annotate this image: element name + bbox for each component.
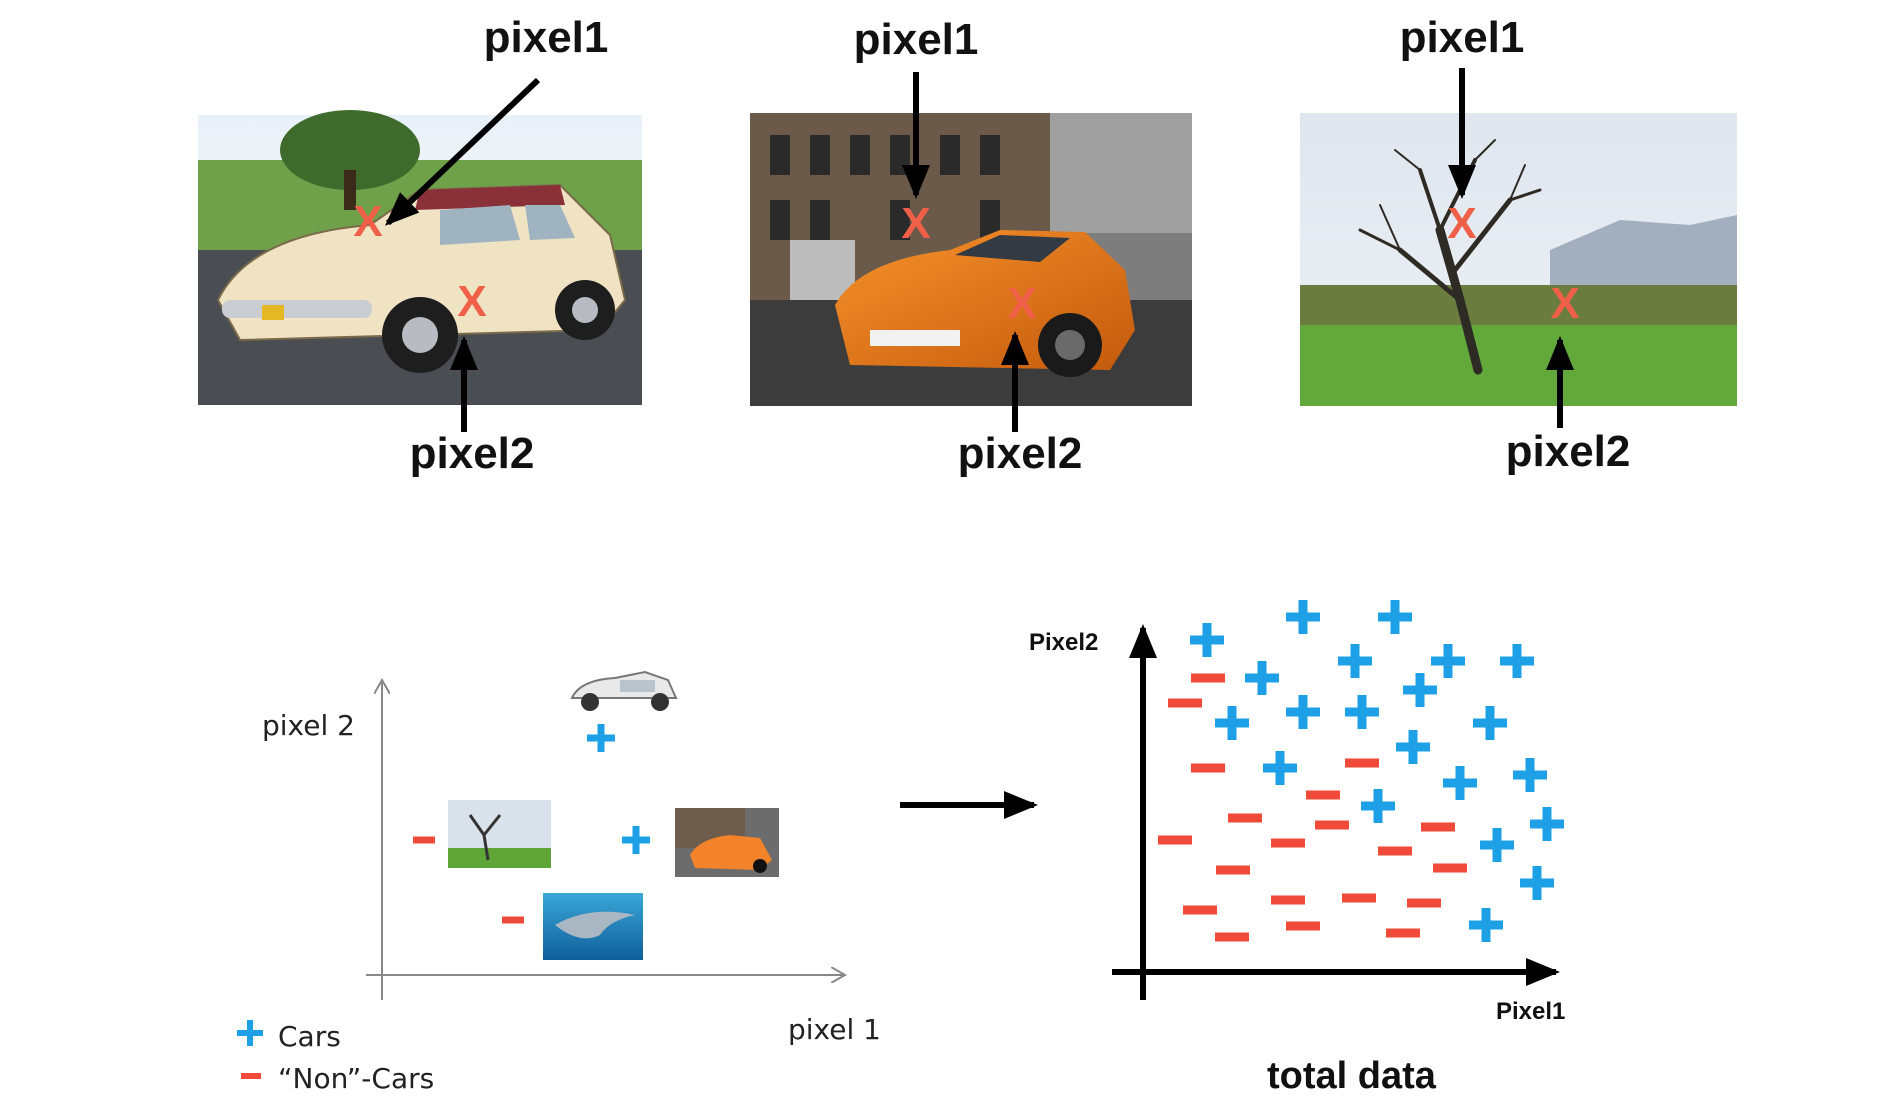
pixel2-label: pixel2 bbox=[958, 429, 1083, 478]
photo-tree-field bbox=[1300, 113, 1737, 406]
legend-minus-icon bbox=[241, 1073, 261, 1079]
minus-icon bbox=[1433, 863, 1467, 873]
legend-plus-icon bbox=[237, 1020, 263, 1046]
plus-icon bbox=[1403, 673, 1437, 707]
plus-icon bbox=[1396, 730, 1430, 764]
minus-icon bbox=[1271, 838, 1305, 848]
example-points bbox=[413, 724, 650, 924]
pixel1-marker: X bbox=[901, 199, 930, 248]
minus-icon bbox=[1191, 673, 1225, 683]
minus-icon bbox=[1306, 790, 1340, 800]
plus-icon bbox=[1286, 695, 1320, 729]
legend-cars-label: Cars bbox=[278, 1020, 341, 1053]
example-y-label: pixel 2 bbox=[262, 709, 355, 742]
plus-icon bbox=[622, 826, 650, 854]
plus-icon bbox=[1286, 600, 1320, 634]
minus-icon bbox=[1168, 698, 1202, 708]
minus-icon bbox=[1158, 835, 1192, 845]
total-x-label: Pixel1 bbox=[1496, 998, 1565, 1025]
plus-icon bbox=[1520, 866, 1554, 900]
plus-icon bbox=[1500, 644, 1534, 678]
example-legend: Cars “Non”-Cars bbox=[237, 1020, 434, 1095]
photo-orange-sports-car bbox=[750, 113, 1192, 406]
plus-icon bbox=[1473, 706, 1507, 740]
total-y-label: Pixel2 bbox=[1029, 629, 1098, 656]
minus-icon bbox=[1421, 822, 1455, 832]
plus-icon bbox=[1215, 706, 1249, 740]
total-points bbox=[1158, 600, 1564, 942]
minus-icon bbox=[502, 916, 524, 924]
minus-icon bbox=[1191, 763, 1225, 773]
plus-icon bbox=[1378, 600, 1412, 634]
plus-icon bbox=[1469, 908, 1503, 942]
minus-icon bbox=[1183, 905, 1217, 915]
minus-icon bbox=[413, 836, 435, 844]
thumbnail-tree bbox=[448, 800, 551, 868]
plus-icon bbox=[1190, 623, 1224, 657]
plus-icon bbox=[1513, 758, 1547, 792]
minus-icon bbox=[1271, 895, 1305, 905]
thumbnail-orange-car bbox=[675, 808, 779, 877]
minus-icon bbox=[1286, 921, 1320, 931]
minus-icon bbox=[1215, 932, 1249, 942]
example-plot: pixel 2 pixel 1 bbox=[262, 670, 881, 1046]
plus-icon bbox=[587, 724, 615, 752]
plus-icon bbox=[1245, 661, 1279, 695]
pixel2-label: pixel2 bbox=[1506, 427, 1631, 476]
minus-icon bbox=[1216, 865, 1250, 875]
pixel2-marker: X bbox=[1007, 279, 1036, 328]
legend-noncars-label: “Non”-Cars bbox=[278, 1062, 434, 1095]
minus-icon bbox=[1228, 813, 1262, 823]
plus-icon bbox=[1345, 695, 1379, 729]
plus-icon bbox=[1361, 789, 1395, 823]
example-x-label: pixel 1 bbox=[788, 1013, 881, 1046]
total-plot: Pixel2 Pixel1 total data bbox=[1029, 624, 1565, 1097]
pixel1-marker: X bbox=[353, 197, 382, 246]
minus-icon bbox=[1342, 893, 1376, 903]
pointer-arrow-icon bbox=[385, 77, 541, 226]
minus-icon bbox=[1386, 928, 1420, 938]
plus-icon bbox=[1480, 828, 1514, 862]
pixel1-label: pixel1 bbox=[484, 13, 609, 62]
minus-icon bbox=[1345, 758, 1379, 768]
minus-icon bbox=[1378, 846, 1412, 856]
photo-vintage-car bbox=[198, 110, 642, 405]
pixel1-label: pixel1 bbox=[854, 15, 979, 64]
plus-icon bbox=[1443, 766, 1477, 800]
plus-icon bbox=[1431, 644, 1465, 678]
plus-icon bbox=[1338, 644, 1372, 678]
thumbnail-sedan bbox=[570, 670, 678, 711]
total-caption: total data bbox=[1267, 1055, 1437, 1097]
pixel1-marker: X bbox=[1447, 199, 1476, 248]
pixel2-marker: X bbox=[1550, 279, 1579, 328]
thumbnail-dolphin bbox=[543, 893, 643, 960]
pixel2-label: pixel2 bbox=[410, 429, 535, 478]
minus-icon bbox=[1315, 820, 1349, 830]
minus-icon bbox=[1407, 898, 1441, 908]
plus-icon bbox=[1530, 807, 1564, 841]
pixel2-marker: X bbox=[457, 277, 486, 326]
plus-icon bbox=[1263, 751, 1297, 785]
pixel1-label: pixel1 bbox=[1400, 13, 1525, 62]
